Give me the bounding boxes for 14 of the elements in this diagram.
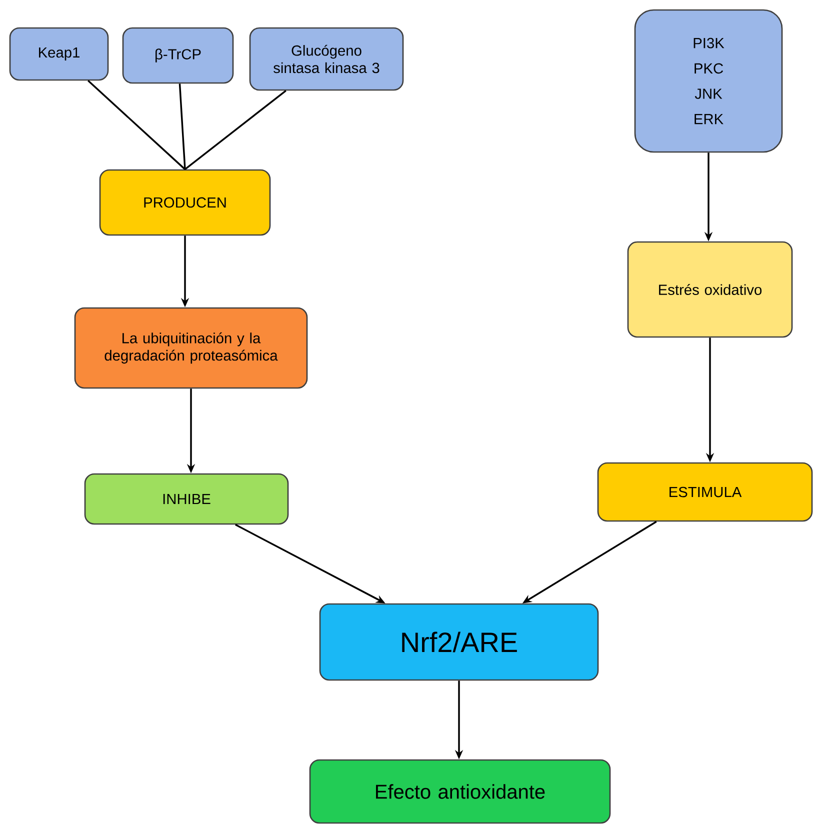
- process-box: Nrf2/ARE: [319, 603, 599, 681]
- process-box: INHIBE: [84, 473, 289, 525]
- kinase-list-box: PI3K PKC JNK ERK: [634, 9, 783, 153]
- connector-line: [184, 90, 286, 170]
- process-box: Keap1: [9, 27, 109, 81]
- connector-line: [178, 84, 186, 170]
- process-box: PRODUCEN: [99, 169, 271, 236]
- process-box: β-TrCP: [122, 27, 234, 84]
- process-box: ESTIMULA: [597, 462, 813, 522]
- process-box: Estrés oxidativo: [627, 241, 793, 338]
- connector-line: [88, 80, 186, 170]
- process-box: La ubiquitinación y la degradación proteasómica: [74, 307, 308, 389]
- process-box: Glucógeno sintasa kinasa 3: [249, 27, 404, 91]
- process-box: Efecto antioxidante: [309, 759, 611, 824]
